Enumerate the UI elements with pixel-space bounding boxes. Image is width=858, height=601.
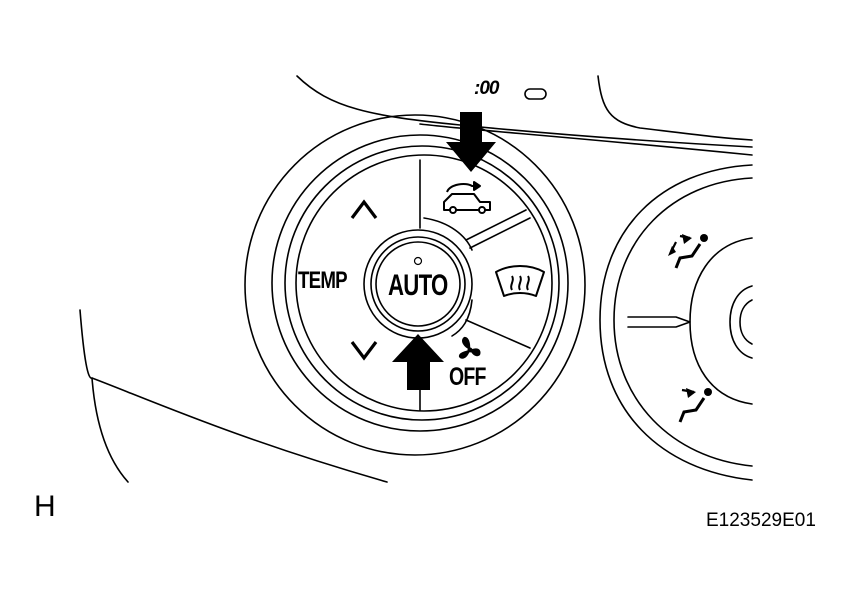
segment-inner-arc <box>423 217 473 251</box>
clock-indicator-capsule <box>524 88 547 100</box>
chevron-up-icon <box>350 199 378 219</box>
vent-pointer <box>627 316 691 328</box>
dash-display-edge <box>597 75 753 141</box>
vent-knob-inner <box>739 299 753 345</box>
face-vent-icon <box>678 388 712 423</box>
vent-dial-ring <box>613 177 753 467</box>
dash-left-edge <box>91 377 129 483</box>
pointer-arrow-bottom <box>392 334 444 390</box>
dial-ring-4 <box>295 154 553 412</box>
segment-divider-lower <box>465 319 531 349</box>
dial-ring-3 <box>284 145 560 421</box>
segment-inner-arc-lower <box>451 299 473 337</box>
auto-button-ring <box>370 236 466 332</box>
vent-dial-outer <box>599 164 753 481</box>
indicator-led-icon <box>413 256 423 266</box>
dash-upper-curve <box>296 75 753 148</box>
fan-icon <box>458 336 481 359</box>
dash-lower-left-curve <box>79 309 388 483</box>
fan-off-label: OFF <box>449 363 486 391</box>
windshield-defroster-icon <box>495 265 545 297</box>
auto-button-inner <box>375 241 461 327</box>
segment-divider-upper <box>469 217 531 249</box>
dial-ring-2 <box>271 134 569 432</box>
vent-dial-inner <box>689 237 753 405</box>
vent-knob-outer <box>729 285 753 359</box>
dash-upper-curve-inner <box>419 123 753 156</box>
panel-letter: H <box>34 490 56 523</box>
clock-display: :00 <box>474 78 499 99</box>
figure-code: E123529E01 <box>706 510 816 531</box>
temp-label: TEMP <box>298 267 348 294</box>
dial-outer-ring <box>244 114 586 456</box>
auto-button-label: AUTO <box>388 269 448 302</box>
segment-divider-upper-b <box>465 209 527 241</box>
chevron-down-icon <box>350 341 378 361</box>
air-recirculation-icon <box>443 181 491 214</box>
pointer-arrow-top <box>446 112 496 172</box>
face-foot-vent-icon <box>668 234 708 269</box>
